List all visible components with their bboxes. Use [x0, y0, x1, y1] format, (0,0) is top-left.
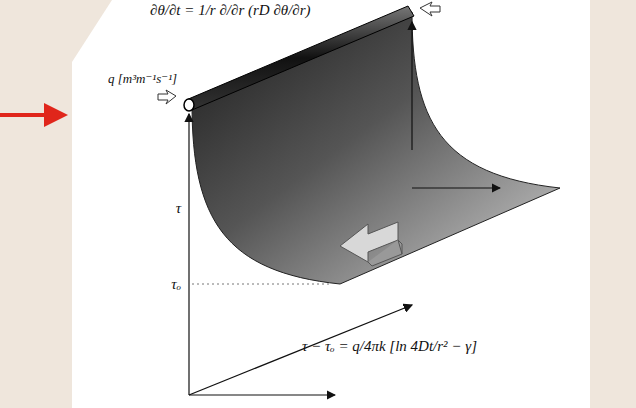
- temperature-axis: [188, 114, 189, 395]
- rod-end: [184, 99, 194, 111]
- radius-axis: [189, 394, 335, 395]
- far-axis: [412, 187, 500, 188]
- flow-arrow: [420, 2, 440, 16]
- equation: τ − τₒ = q/4πk [ln 4Dt/r² − γ]: [300, 338, 479, 355]
- far-axis: [411, 22, 412, 150]
- white-panel: [72, 0, 590, 408]
- temperature-surface: [192, 12, 560, 284]
- probe-rod: [186, 6, 414, 110]
- flux-label: q [m³m⁻¹s⁻¹]: [106, 72, 179, 86]
- block-arrow-side: [368, 240, 402, 266]
- equation: ∂θ/∂t = 1/r ∂/∂r (rD ∂θ/∂r): [148, 2, 313, 19]
- axis-label: τₒ: [169, 276, 183, 293]
- pointer-arrow: [0, 113, 56, 117]
- flow-arrow: [158, 90, 176, 104]
- axis-label: τ: [174, 200, 183, 217]
- baseline: [192, 284, 330, 285]
